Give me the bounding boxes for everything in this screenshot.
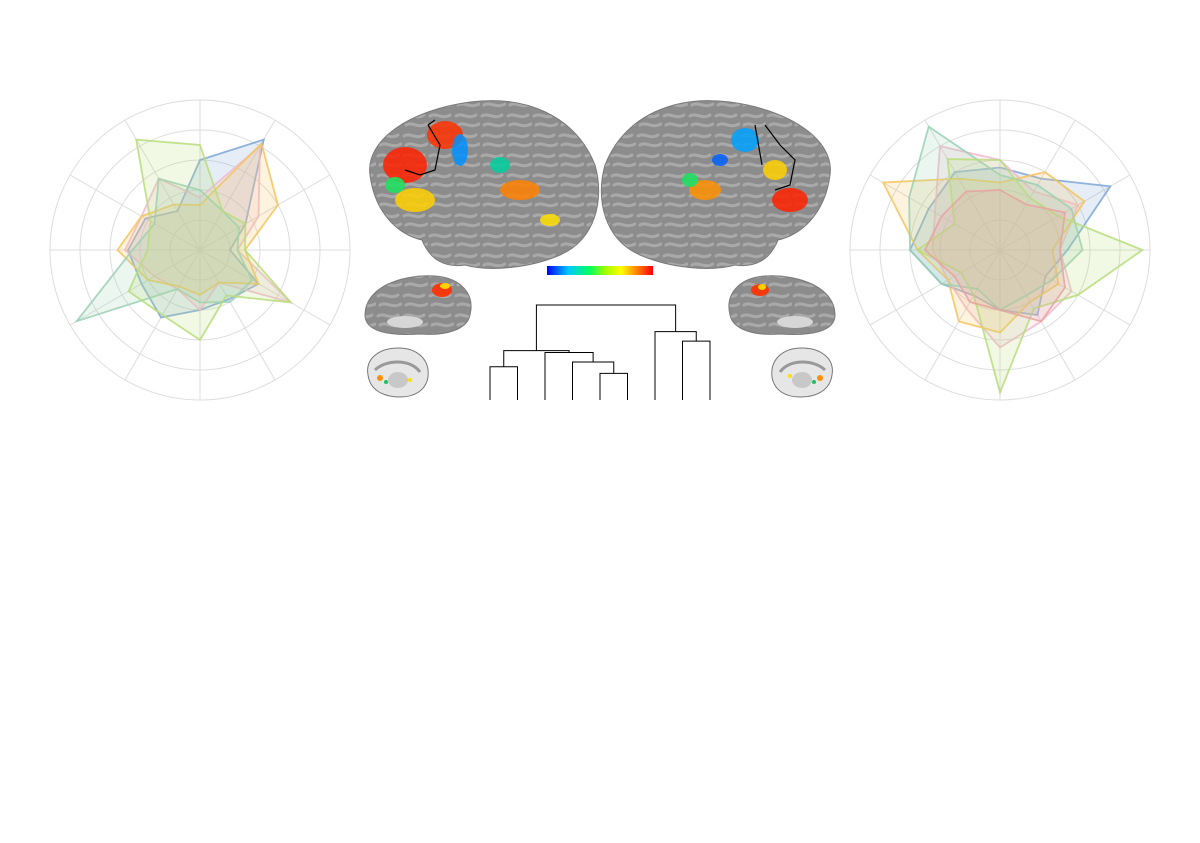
dendrogram-link — [654, 331, 697, 400]
radar-series-2 — [881, 171, 1086, 334]
radar-spoke — [924, 249, 1001, 381]
radar-chart-left — [48, 98, 352, 402]
right-hemisphere-medial — [728, 275, 836, 335]
dendrogram-link — [535, 304, 677, 351]
radar-spoke — [199, 249, 331, 326]
dendrogram-link — [544, 352, 594, 400]
radar-spoke — [924, 119, 1001, 251]
radar-spoke — [69, 249, 201, 326]
radar-series-5 — [923, 189, 1067, 323]
colorbar — [547, 266, 653, 275]
radar-series-3 — [74, 177, 254, 324]
dendrogram-link — [682, 340, 711, 400]
dendrogram-link — [503, 350, 570, 367]
radar-spoke — [199, 249, 276, 381]
left-hemisphere-medial — [364, 275, 472, 335]
dendrogram-link — [599, 372, 628, 400]
right-coronal-slice — [771, 347, 833, 398]
dendrogram-link — [572, 361, 615, 400]
brain-figure — [350, 90, 850, 405]
dendrogram-link — [489, 366, 518, 400]
radar-spoke — [69, 174, 201, 251]
radar-series-1 — [931, 144, 1080, 349]
radar-chart-right-svg — [849, 99, 1151, 401]
left-coronal-slice — [367, 347, 429, 398]
radar-spoke — [869, 249, 1001, 326]
radar-chart-left-svg — [49, 99, 351, 401]
radar-chart-right — [848, 98, 1152, 402]
radar-spoke — [199, 174, 331, 251]
brain-figure-svg — [364, 100, 836, 400]
dendrogram — [489, 304, 711, 400]
radar-series-2 — [116, 141, 279, 297]
right-hemisphere-lateral — [600, 100, 831, 269]
radar-series-4 — [915, 158, 1145, 396]
left-hemisphere-lateral — [369, 100, 600, 269]
radar-spoke — [124, 119, 201, 251]
radar-grid — [49, 99, 351, 401]
radar-series-4 — [127, 138, 294, 342]
